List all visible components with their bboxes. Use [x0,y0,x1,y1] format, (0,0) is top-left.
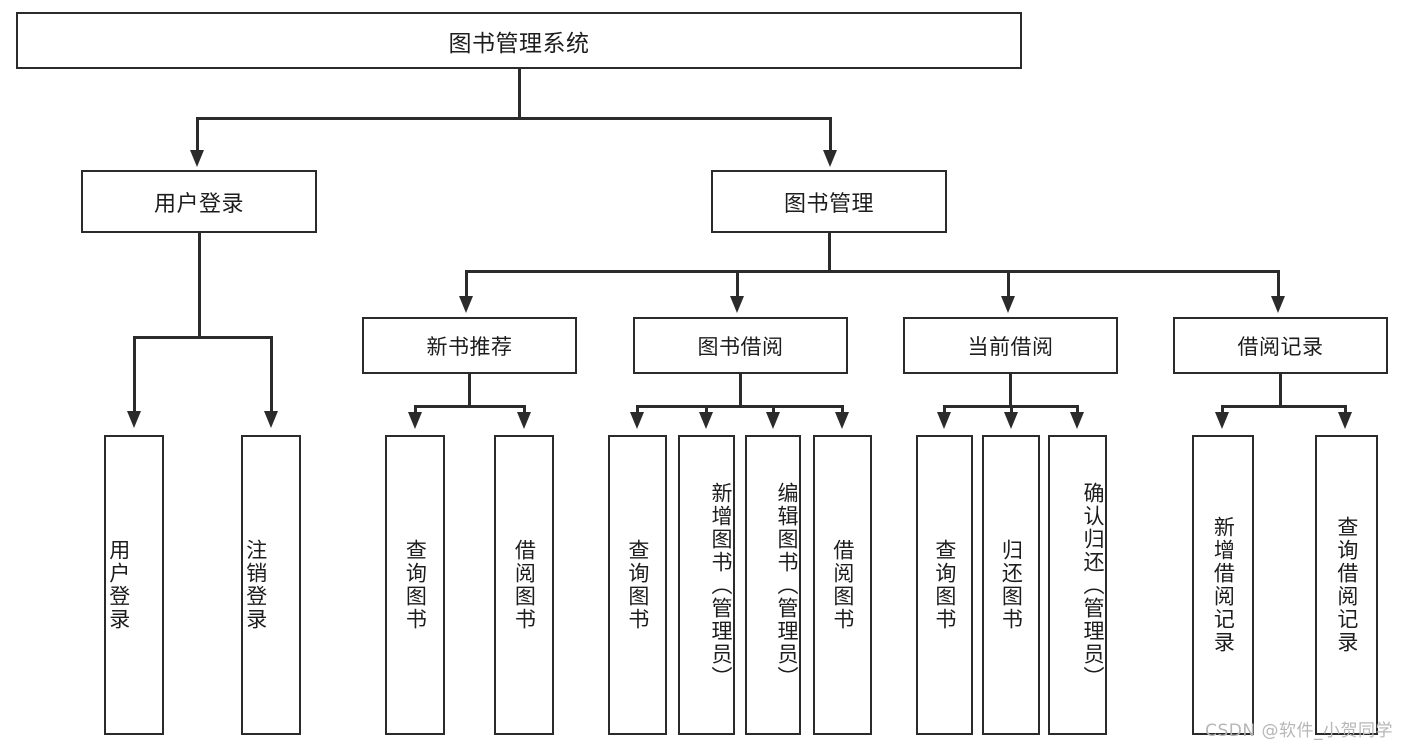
leaf-label: 新增借阅记录 [1211,516,1236,654]
leaf-label: 用户登录 [106,539,131,631]
connector-user-login-drop-2 [270,336,273,414]
connector-level3-bus [465,270,1280,273]
leaf-label: 查询图书 [625,539,650,631]
node-book-management-system[interactable]: 图书管理系统 [16,12,1022,69]
arrow-to-leaf-query-record [1338,412,1352,429]
connector-level3-drop-4 [1277,270,1280,298]
leaf-label: 查询借阅记录 [1334,516,1359,654]
arrow-to-leaf-confirm-return [1070,412,1084,429]
leaf-label: 归还图书 [999,539,1024,631]
connector-book-borrow-drop-4 [841,405,844,417]
connector-borrow-record-drop-1 [1221,405,1224,417]
node-label: 用户登录 [153,191,244,217]
arrow-to-borrow-record [1271,296,1285,313]
leaf-return-book[interactable]: 归还图书 [982,435,1040,735]
leaf-borrow-book-recommend[interactable]: 借阅图书 [494,435,554,735]
connector-current-borrow-drop-3 [1076,405,1079,417]
connector-book-borrow-stem [739,374,742,405]
arrow-to-user-login [190,150,204,167]
leaf-add-borrow-record[interactable]: 新增借阅记录 [1192,435,1254,735]
connector-book-borrow-drop-3 [772,405,775,417]
connector-book-borrow-drop-2 [705,405,708,417]
connector-user-login-drop-1 [133,336,136,414]
leaf-label: 注销登录 [243,539,268,631]
connector-root-drop-1 [196,117,199,153]
leaf-label: 确认归还（管理员） [1081,481,1105,689]
connector-root-bus [196,117,832,120]
connector-root-drop-2 [829,117,832,153]
connector-book-management-stem [828,233,831,270]
node-label: 图书管理 [783,191,874,217]
connector-level3-drop-3 [1007,270,1010,298]
leaf-user-login[interactable]: 用户登录 [104,435,164,735]
leaf-edit-book-admin[interactable]: 编辑图书（管理员） [745,435,801,735]
arrow-to-leaf-add-record [1215,412,1229,429]
connector-borrow-record-stem [1279,374,1282,405]
connector-borrow-record-drop-2 [1344,405,1347,417]
connector-user-login-stem [198,233,201,336]
node-user-login[interactable]: 用户登录 [81,170,317,233]
leaf-query-book-current[interactable]: 查询图书 [916,435,973,735]
arrow-to-book-management [823,150,837,167]
leaf-confirm-return-admin[interactable]: 确认归还（管理员） [1048,435,1107,735]
leaf-label: 借阅图书 [512,539,537,631]
node-label: 当前借阅 [967,334,1054,359]
node-new-book-recommend[interactable]: 新书推荐 [362,317,577,374]
arrow-to-current-borrow [1001,296,1015,313]
leaf-logout[interactable]: 注销登录 [241,435,301,735]
leaf-label: 查询图书 [932,539,957,631]
arrow-to-leaf-user-login [127,411,141,428]
connector-level3-drop-1 [465,270,468,298]
node-label: 借阅记录 [1237,334,1324,359]
connector-book-borrow-drop-1 [636,405,639,417]
connector-new-book-stem [468,374,471,405]
leaf-label: 编辑图书（管理员） [775,481,799,689]
node-book-management[interactable]: 图书管理 [711,170,947,233]
leaf-borrow-book-borrow[interactable]: 借阅图书 [813,435,872,735]
node-label: 图书借阅 [697,334,784,359]
node-current-borrow[interactable]: 当前借阅 [903,317,1118,374]
connector-new-book-drop-1 [414,405,417,417]
connector-root-stem [518,69,521,117]
connector-current-borrow-drop-2 [1010,405,1013,417]
arrow-to-book-borrow [730,296,744,313]
connector-book-borrow-bus [636,405,844,408]
connector-user-login-bus [133,336,272,339]
node-book-borrow[interactable]: 图书借阅 [633,317,848,374]
leaf-query-borrow-record[interactable]: 查询借阅记录 [1315,435,1378,735]
leaf-add-book-admin[interactable]: 新增图书（管理员） [678,435,735,735]
arrow-to-new-book-recommend [459,296,473,313]
connector-current-borrow-drop-1 [943,405,946,417]
arrow-to-leaf-logout [264,411,278,428]
arrow-to-leaf-borrow-book-2 [835,412,849,429]
node-label: 新书推荐 [426,334,513,359]
arrow-to-leaf-return-book [1004,412,1018,429]
leaf-query-book-recommend[interactable]: 查询图书 [385,435,445,735]
arrow-to-leaf-edit-book [766,412,780,429]
leaf-query-book-borrow[interactable]: 查询图书 [608,435,667,735]
leaf-label: 查询图书 [403,539,428,631]
connector-new-book-bus [414,405,525,408]
node-label: 图书管理系统 [448,30,590,57]
connector-current-borrow-stem [1009,374,1012,405]
leaf-label: 新增图书（管理员） [709,481,733,689]
connector-borrow-record-bus [1221,405,1346,408]
connector-level3-drop-2 [736,270,739,298]
arrow-to-leaf-query-book-3 [937,412,951,429]
node-borrow-record[interactable]: 借阅记录 [1173,317,1388,374]
leaf-label: 借阅图书 [830,539,855,631]
arrow-to-leaf-add-book [699,412,713,429]
csdn-watermark: CSDN @软件_小贺同学 [1205,721,1393,741]
arrow-to-leaf-query-book-2 [630,412,644,429]
arrow-to-leaf-borrow-book-1 [517,412,531,429]
connector-new-book-drop-2 [523,405,526,417]
arrow-to-leaf-query-book-1 [408,412,422,429]
